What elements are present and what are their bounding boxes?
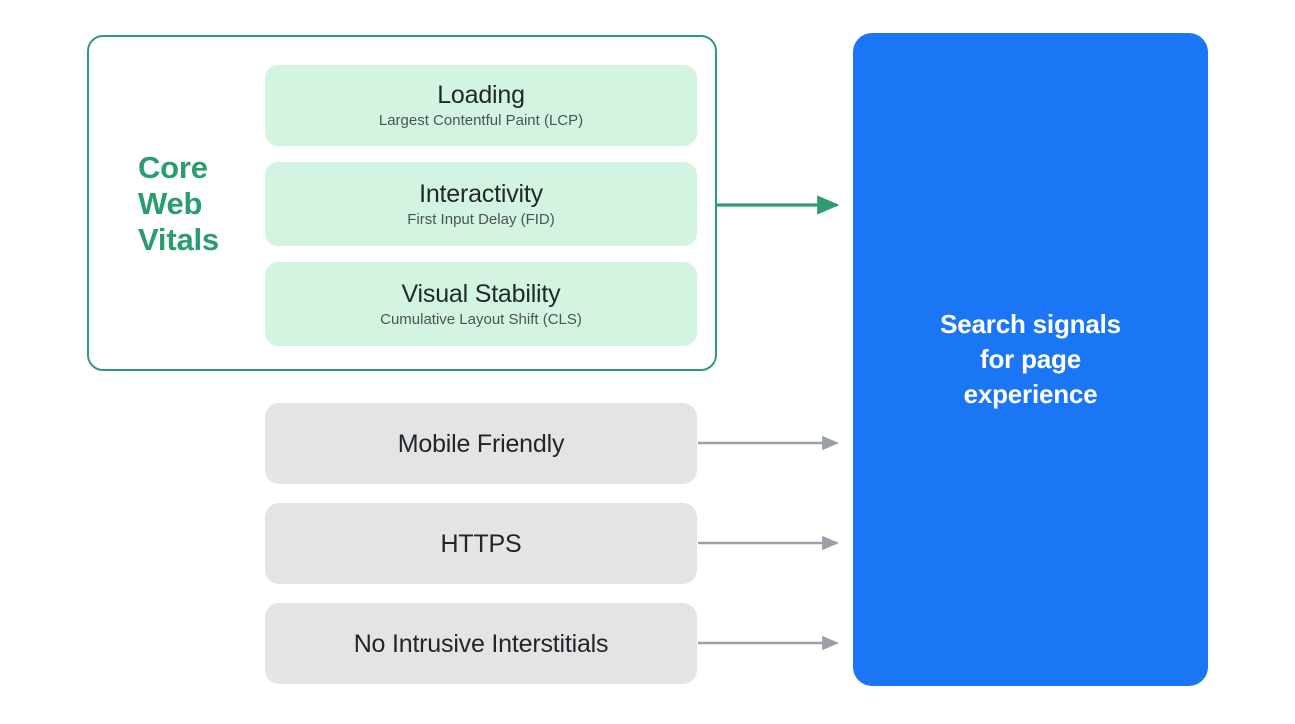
signal-title-mobile-friendly: Mobile Friendly xyxy=(397,429,565,458)
result-line-3: experience xyxy=(963,379,1098,409)
core-web-vitals-group-label: Core Web Vitals xyxy=(138,150,248,258)
metric-card-loading: Loading Largest Contentful Paint (LCP) xyxy=(265,65,697,146)
core-web-vitals-label-line-1: Core xyxy=(138,150,208,185)
signal-https: HTTPS xyxy=(265,503,697,584)
result-line-2: for page xyxy=(980,344,1081,374)
metric-subtitle-interactivity: First Input Delay (FID) xyxy=(407,210,555,228)
result-line-1: Search signals xyxy=(940,309,1121,339)
signal-title-no-intrusive-interstitials: No Intrusive Interstitials xyxy=(353,629,609,658)
metric-subtitle-visual-stability: Cumulative Layout Shift (CLS) xyxy=(380,310,582,328)
metric-card-visual-stability: Visual Stability Cumulative Layout Shift… xyxy=(265,262,697,346)
metric-title-visual-stability: Visual Stability xyxy=(401,279,561,308)
signal-title-https: HTTPS xyxy=(440,529,522,558)
signal-mobile-friendly: Mobile Friendly xyxy=(265,403,697,484)
metric-card-interactivity: Interactivity First Input Delay (FID) xyxy=(265,162,697,246)
result-panel: Search signals for page experience xyxy=(853,33,1208,686)
core-web-vitals-label-line-3: Vitals xyxy=(138,222,219,257)
signal-no-intrusive-interstitials: No Intrusive Interstitials xyxy=(265,603,697,684)
metric-subtitle-loading: Largest Contentful Paint (LCP) xyxy=(378,112,584,129)
result-panel-text: Search signals for page experience xyxy=(906,307,1156,412)
metric-title-interactivity: Interactivity xyxy=(419,179,543,208)
metric-title-loading: Loading xyxy=(437,81,525,109)
core-web-vitals-label-line-2: Web xyxy=(138,186,203,221)
